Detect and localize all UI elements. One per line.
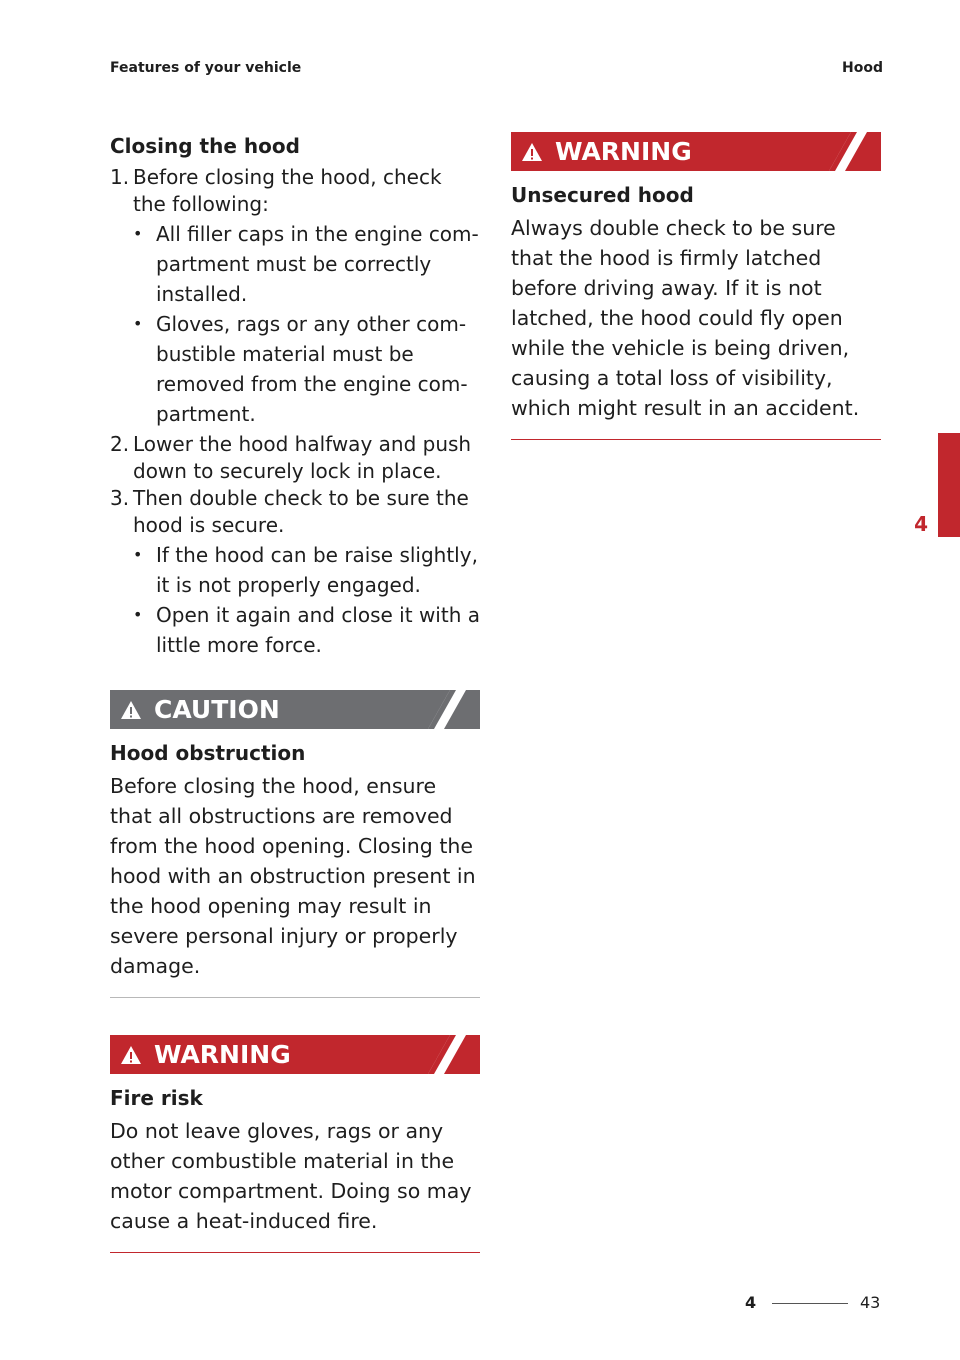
warning-title: Fire risk bbox=[110, 1086, 203, 1110]
right-column: WARNING Unsecured hood Always double che… bbox=[511, 132, 881, 440]
warning-title: Unsecured hood bbox=[511, 183, 694, 207]
page-number: 43 bbox=[860, 1293, 881, 1312]
warning-triangle-icon bbox=[522, 142, 542, 161]
left-column: Closing the hood 1. Before closing the h… bbox=[110, 132, 480, 1253]
caution-banner: CAUTION bbox=[110, 690, 480, 729]
caution-body: Before closing the hood, ensure that all… bbox=[110, 774, 476, 978]
steps-list: 1. Before closing the hood, check the fo… bbox=[110, 164, 480, 660]
bullet-text: If the hood can be raise slightly, it is… bbox=[156, 543, 478, 597]
bullet-dot-icon: • bbox=[133, 314, 143, 333]
caution-title: Hood obstruction bbox=[110, 741, 306, 765]
banner-slashes-icon bbox=[428, 1035, 480, 1074]
warning-triangle-icon bbox=[121, 700, 141, 719]
warning-label: WARNING bbox=[154, 1040, 291, 1069]
step-number: 3. bbox=[110, 486, 130, 510]
banner-slashes-icon bbox=[428, 690, 480, 729]
bullet-list: • All filler caps in the engine com-partm… bbox=[133, 219, 480, 429]
warning-triangle-icon bbox=[121, 1045, 141, 1064]
step-text: Lower the hood halfway and push down to … bbox=[133, 432, 472, 483]
bullet-text: Open it again and close it with a little… bbox=[156, 603, 480, 657]
warning-body: Do not leave gloves, rags or any other c… bbox=[110, 1119, 472, 1233]
step-text: Before closing the hood, check the follo… bbox=[133, 165, 442, 216]
caution-block: CAUTION Hood obstruction Before closing … bbox=[110, 690, 480, 998]
step-item: 3. Then double check to be sure the hood… bbox=[110, 485, 480, 660]
footer-chapter-number: 4 bbox=[745, 1293, 757, 1312]
warning-block-fire: WARNING Fire risk Do not leave gloves, r… bbox=[110, 1035, 480, 1253]
running-header-topic: Hood bbox=[842, 60, 883, 76]
warning-banner: WARNING bbox=[110, 1035, 480, 1074]
bullet-dot-icon: • bbox=[133, 224, 143, 243]
footer-divider bbox=[772, 1303, 848, 1304]
warning-label: WARNING bbox=[555, 137, 692, 166]
warning-divider bbox=[511, 439, 881, 440]
caution-label: CAUTION bbox=[154, 695, 280, 724]
step-item: 2. Lower the hood halfway and push down … bbox=[110, 431, 480, 485]
step-text: Then double check to be sure the hood is… bbox=[133, 486, 469, 537]
step-item: 1. Before closing the hood, check the fo… bbox=[110, 164, 480, 429]
step-number: 1. bbox=[110, 165, 130, 189]
bullet-dot-icon: • bbox=[133, 605, 143, 624]
bullet-item: • Open it again and close it with a littl… bbox=[133, 600, 480, 660]
bullet-item: • All filler caps in the engine com-partm… bbox=[133, 219, 480, 309]
bullet-text: All filler caps in the engine com-partme… bbox=[156, 222, 479, 306]
bullet-list: • If the hood can be raise slightly, it i… bbox=[133, 540, 480, 660]
chapter-side-tab bbox=[938, 433, 960, 537]
step-number: 2. bbox=[110, 432, 130, 456]
warning-body: Always double check to be sure that the … bbox=[511, 216, 860, 420]
warning-banner: WARNING bbox=[511, 132, 881, 171]
bullet-text: Gloves, rags or any other com-bustible m… bbox=[156, 312, 468, 426]
bullet-dot-icon: • bbox=[133, 545, 143, 564]
bullet-item: • If the hood can be raise slightly, it i… bbox=[133, 540, 480, 600]
chapter-side-number: 4 bbox=[914, 512, 928, 536]
warning-divider bbox=[110, 1252, 480, 1253]
caution-divider bbox=[110, 997, 480, 998]
bullet-item: • Gloves, rags or any other com-bustible … bbox=[133, 309, 480, 429]
running-header-section: Features of your vehicle bbox=[110, 60, 302, 76]
banner-slashes-icon bbox=[829, 132, 881, 171]
section-title: Closing the hood bbox=[110, 134, 300, 158]
